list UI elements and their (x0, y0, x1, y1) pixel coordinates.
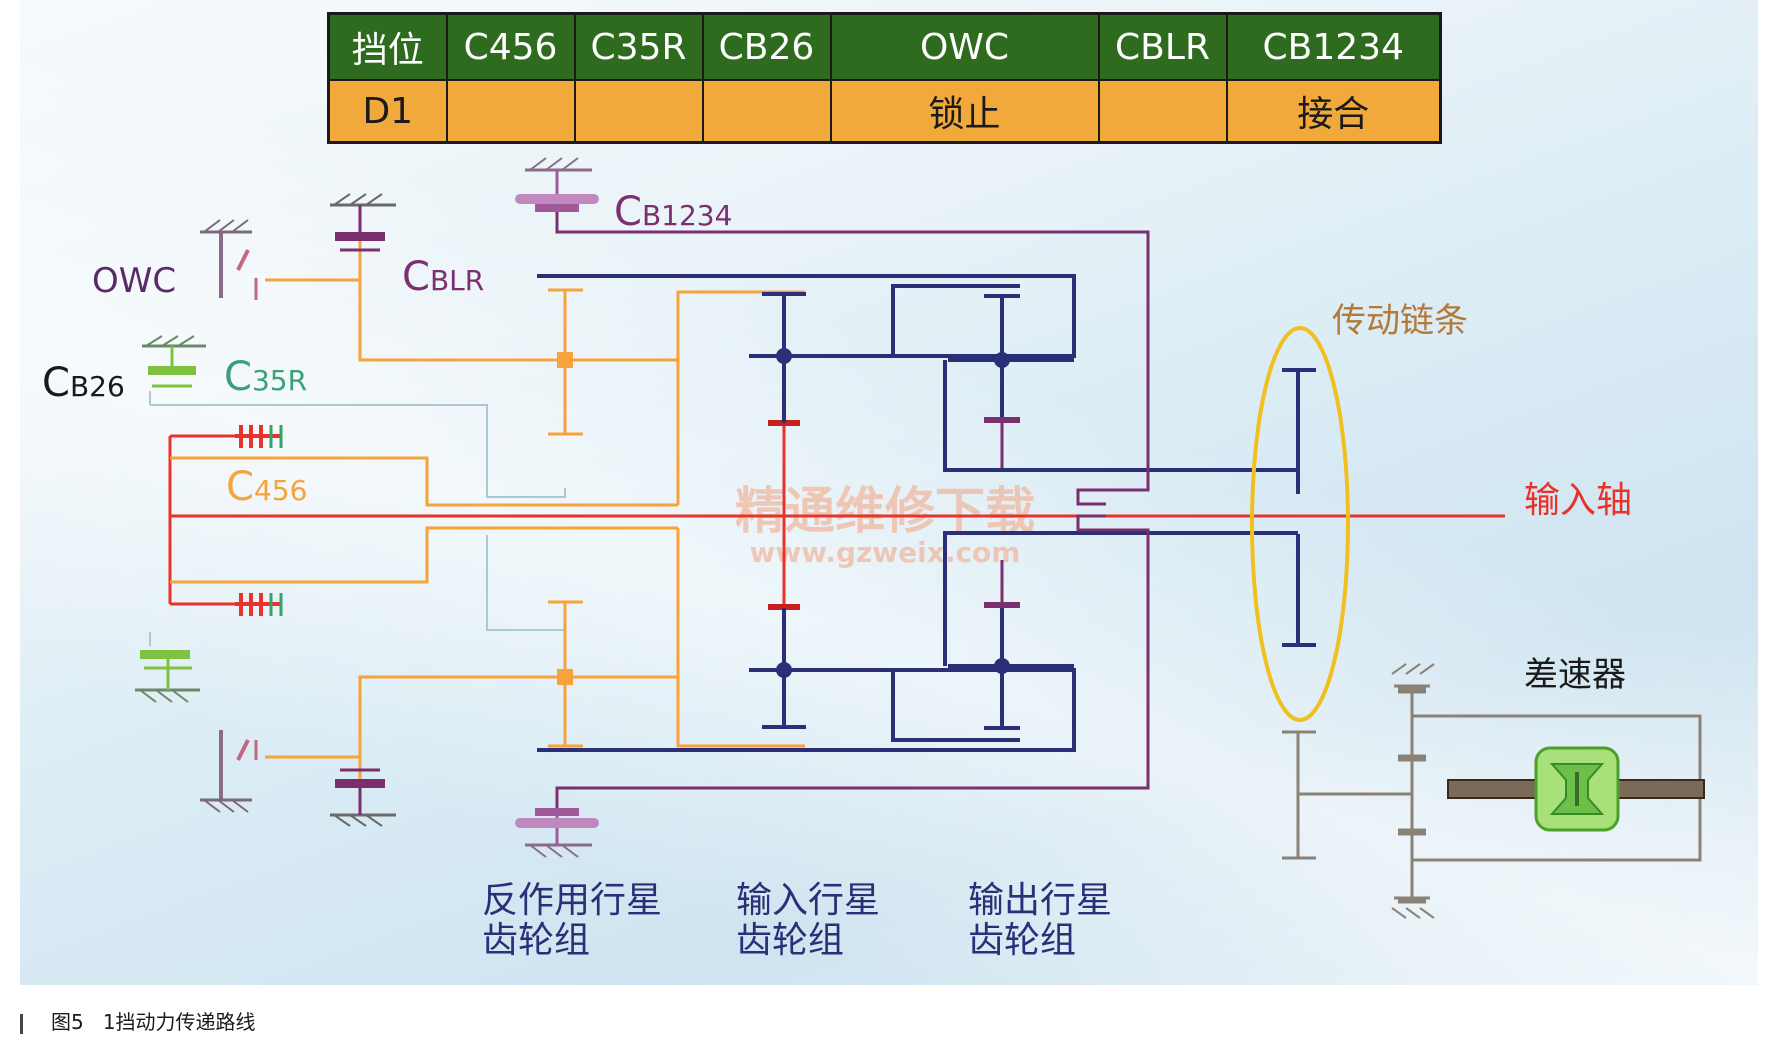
background (20, 0, 1758, 985)
shift-state-table: 挡位 C456 C35R CB26 OWC CBLR CB1234 D1 锁止 … (327, 12, 1442, 144)
cb1234-label: CB1234 (614, 189, 732, 235)
caption-text: 1挡动力传递路线 (102, 1010, 256, 1034)
input-shaft-label: 输入轴 (1524, 480, 1632, 521)
chain-label: 传动链条 (1332, 301, 1468, 341)
figure-caption: 图5 1挡动力传递路线 (20, 1006, 256, 1035)
c35r-label: C35R (224, 354, 307, 400)
purple-members (555, 210, 1150, 808)
output-set-label: 输出行星 齿轮组 (968, 880, 1123, 961)
owc-label: OWC (92, 261, 176, 301)
table-cell (445, 79, 576, 144)
drive-chain-oval (1250, 326, 1350, 722)
c456-label: C456 (226, 464, 307, 510)
cblr-lower-brake-icon (330, 768, 396, 827)
caption-fig: 图5 (51, 1010, 84, 1034)
input-set-label: 输入行星 齿轮组 (736, 880, 891, 961)
table-cell: D1 (327, 79, 448, 144)
table-cell (701, 79, 832, 144)
navy-nodes (776, 348, 1010, 678)
c456-clutch-green-plates (269, 425, 283, 616)
c35r-path (149, 391, 566, 646)
purple-gear-marks (984, 417, 1020, 608)
table-cell (573, 79, 704, 144)
table-header-cell: CBLR (1097, 12, 1228, 81)
cblr-brake-icon (330, 193, 396, 252)
differential-gear-marks (1398, 686, 1426, 904)
table-cell: 接合 (1225, 79, 1442, 144)
owc-icon (200, 219, 258, 300)
table-header-cell: 挡位 (327, 12, 448, 81)
owc-lower-icon (200, 730, 258, 813)
c456-clutch-icon (235, 425, 280, 616)
table-header-cell: OWC (829, 12, 1100, 81)
orange-members (170, 232, 805, 785)
differential-label: 差速器 (1524, 655, 1626, 695)
cb1234-brake-icon (515, 157, 599, 212)
cb26-label: CB26 (42, 360, 125, 406)
table-header-row: 挡位 C456 C35R CB26 OWC CBLR CB1234 (327, 12, 1442, 81)
table-header-cell: C35R (573, 12, 704, 81)
cb26-brake-icon (142, 335, 206, 388)
orange-nodes (557, 352, 573, 685)
input-shaft (168, 424, 1505, 608)
table-row: D1 锁止 接合 (327, 79, 1442, 144)
cb1234-lower-brake-icon (515, 808, 599, 858)
table-cell: 锁止 (829, 79, 1100, 144)
reaction-set-label: 反作用行星 齿轮组 (482, 880, 673, 961)
differential-gear-icon (1534, 746, 1620, 832)
table-header-cell: C456 (445, 12, 576, 81)
caption-bar (20, 1013, 23, 1034)
table-header-cell: CB1234 (1225, 12, 1442, 81)
table-header-cell: CB26 (701, 12, 832, 81)
differential-ground-icon (1391, 663, 1435, 919)
cblr-label: CBLR (402, 254, 484, 300)
table-cell (1097, 79, 1228, 144)
cb26-lower-brake-icon (135, 650, 200, 703)
navy-members (537, 274, 1316, 752)
watermark-url: www.gzweix.com (750, 536, 1021, 569)
